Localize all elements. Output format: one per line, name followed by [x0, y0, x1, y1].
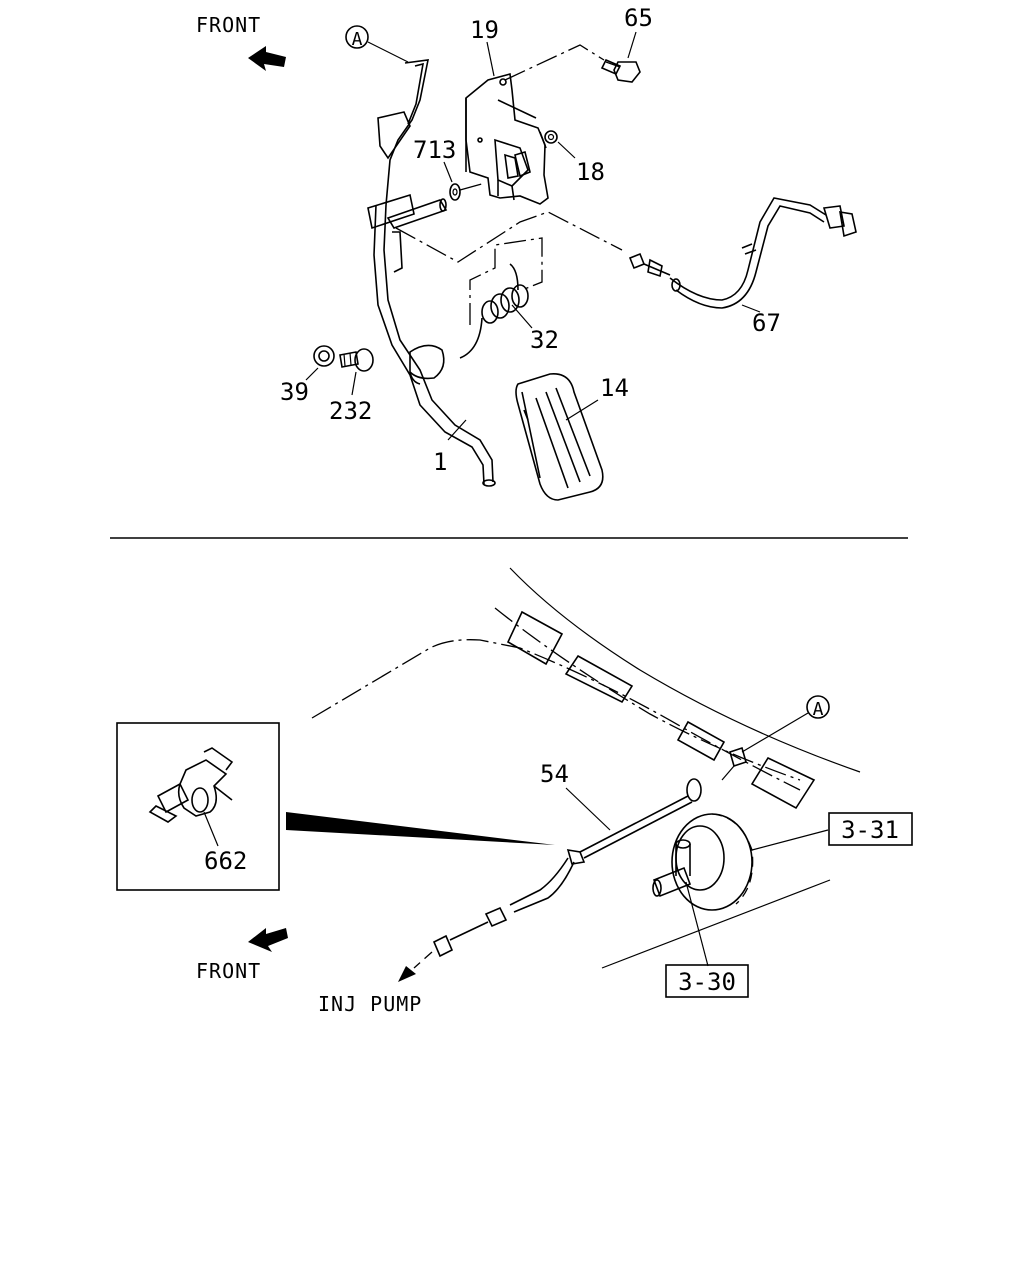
pivot-pin	[386, 199, 448, 229]
connector-a	[729, 746, 747, 768]
spring-frame	[469, 237, 543, 325]
ref-marker-a-upper-text: A	[352, 29, 363, 50]
leader-65	[627, 31, 637, 59]
front-label-lower: FRONT	[196, 959, 261, 983]
clip-662	[148, 747, 234, 823]
callout-39: 39	[280, 378, 309, 406]
inj-pump-label: INJ PUMP	[318, 992, 422, 1016]
leader-67	[741, 304, 761, 313]
boxed-ref-3-31	[828, 812, 913, 846]
leader-a-upper	[367, 41, 409, 63]
front-arrow-upper-icon	[248, 46, 286, 71]
ref-marker-a-lower-text: A	[813, 699, 824, 720]
leader-39	[305, 367, 319, 381]
leader-14	[565, 399, 599, 421]
return-spring-32	[459, 263, 529, 359]
callout-54: 54	[540, 760, 569, 788]
leader-232	[351, 371, 357, 396]
cable-link-dashed	[395, 211, 623, 263]
boxed-ref-3-31-text: 3-31	[841, 816, 899, 844]
front-label-upper: FRONT	[196, 13, 261, 37]
pedal-bracket	[465, 72, 549, 205]
leader-65-dashed	[504, 44, 605, 81]
callout-65: 65	[624, 4, 653, 32]
leader-1	[447, 419, 467, 441]
callout-232: 232	[329, 397, 372, 425]
leader-32	[511, 304, 533, 329]
ref-marker-a-lower	[806, 695, 830, 719]
callout-67: 67	[752, 309, 781, 337]
inj-pump-arrow-icon	[398, 966, 416, 982]
body-outline-1	[311, 639, 801, 791]
inj-pump-leader	[413, 951, 433, 969]
axis-713	[459, 182, 486, 191]
boxed-ref-3-30	[665, 964, 749, 998]
callout-713: 713	[413, 136, 456, 164]
leader-a-lower	[741, 712, 809, 753]
brake-booster	[652, 813, 754, 911]
callout-32: 32	[530, 326, 559, 354]
accelerator-cable-67	[628, 197, 857, 309]
nut-18	[544, 130, 558, 144]
bolt-65	[600, 58, 641, 83]
leader-54	[565, 787, 611, 831]
leader-18	[557, 141, 576, 159]
body-openings	[506, 610, 816, 810]
detail-inset	[116, 722, 280, 891]
body-outline-2	[509, 567, 861, 773]
callout-18: 18	[576, 158, 605, 186]
pedal-arm	[367, 59, 496, 487]
callout-1: 1	[433, 448, 447, 476]
bolt-232	[339, 348, 374, 372]
leader-3-30	[685, 881, 709, 967]
callout-19: 19	[470, 16, 499, 44]
upper-view: FRONT A	[196, 4, 857, 501]
boxed-ref-3-30-text: 3-30	[678, 968, 736, 996]
ref-marker-a-upper	[345, 25, 369, 49]
nut-39	[313, 345, 335, 367]
washer-713	[449, 183, 461, 201]
pedal-pad-14	[515, 373, 604, 501]
leader-19	[486, 41, 495, 77]
leader-662	[203, 811, 219, 847]
detail-pointer-icon	[286, 812, 555, 845]
floor-line	[601, 879, 831, 969]
callout-14: 14	[600, 374, 629, 402]
leader-713	[443, 161, 453, 183]
lower-view: A 3-31 3-30	[116, 567, 913, 1016]
callout-662: 662	[204, 847, 247, 875]
leader-3-31	[751, 829, 829, 851]
body-outline-3	[494, 607, 801, 781]
cable-54	[432, 778, 702, 958]
front-arrow-lower-icon	[248, 928, 288, 952]
